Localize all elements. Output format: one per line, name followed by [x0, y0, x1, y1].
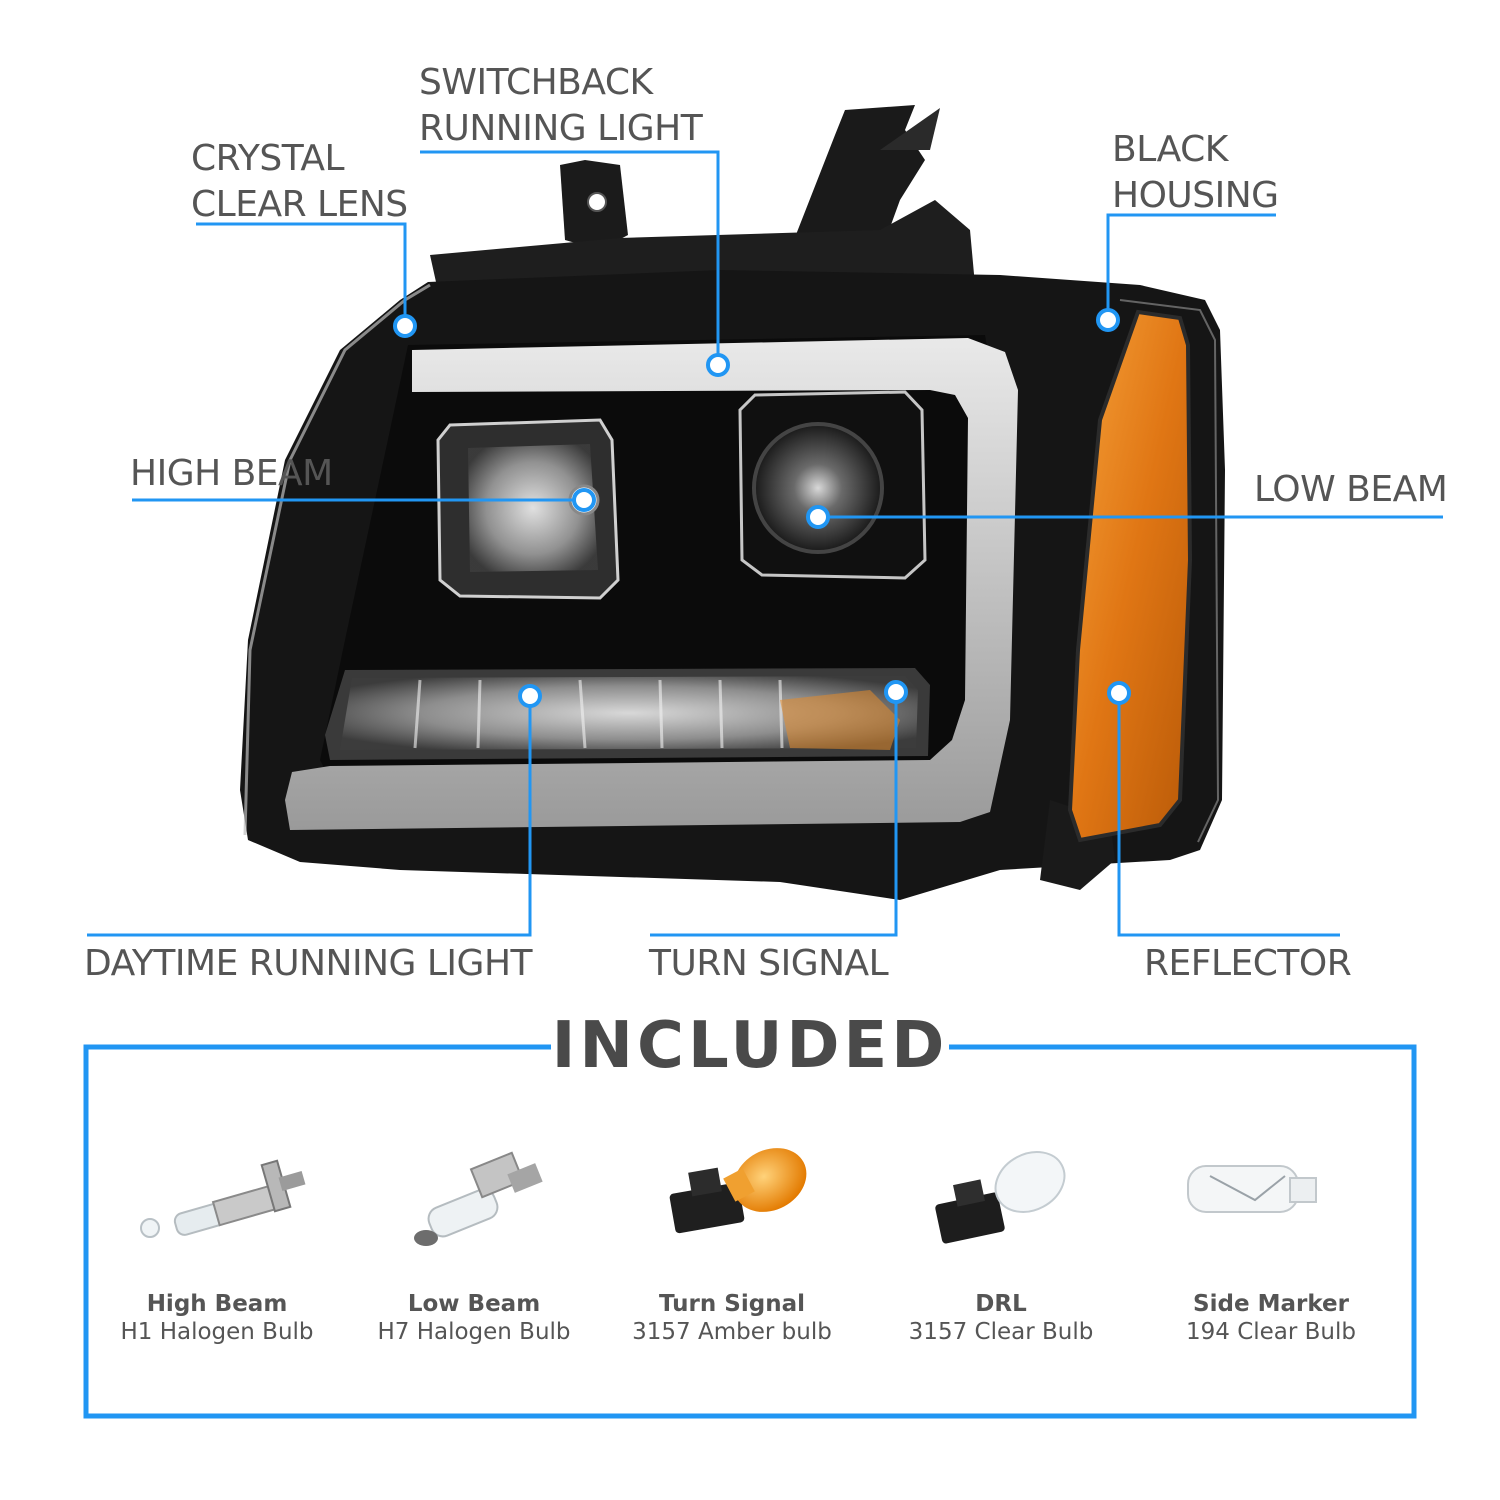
housing-callout-line [1106, 213, 1276, 320]
turn-signal-label: TURN SIGNAL [649, 943, 889, 984]
amber-turn-chamber [780, 690, 900, 750]
lens-rim-right [1119, 299, 1220, 843]
bulb-name: DRL [975, 1291, 1027, 1317]
projector-ring [752, 422, 884, 554]
turn-callout-dot [884, 680, 908, 704]
turn-callout-line [650, 692, 898, 937]
included-box [83, 1044, 1417, 1419]
crystal-clear-lens-line-2: CLEAR LENS [191, 184, 408, 225]
high-beam-reflector [468, 444, 598, 572]
amber-reflector-frame [1067, 309, 1193, 843]
drl-callout-line [87, 696, 532, 937]
switchback-callout-dot [706, 353, 730, 377]
switchback-callout-line [420, 150, 720, 365]
switchback-running-light-label: SWITCHBACK RUNNING LIGHT [419, 60, 703, 152]
h7-bulb-icon [414, 1151, 543, 1246]
crystal-clear-lens-label: CRYSTAL CLEAR LENS [191, 136, 408, 228]
switchback-line-2: RUNNING LIGHT [419, 108, 703, 149]
lens-rim [243, 283, 431, 836]
reflector-callout-dot [1107, 681, 1131, 705]
headlight-assembly [240, 105, 1225, 900]
callout-lines [87, 150, 1443, 937]
bulb-spec: 3157 Clear Bulb [908, 1319, 1094, 1345]
lens-callout-dot [393, 314, 417, 338]
bulb-spec: 194 Clear Bulb [1185, 1319, 1357, 1345]
bulb-name: Turn Signal [659, 1291, 805, 1317]
bulb-spec: 3157 Amber bulb [632, 1319, 832, 1345]
low-beam-label: LOW BEAM [1254, 469, 1448, 510]
lower-reflector-ribs [413, 679, 784, 749]
bulb-name: Side Marker [1193, 1291, 1349, 1317]
bulb-name: High Beam [146, 1291, 288, 1317]
low-beam-callout-dot [806, 505, 830, 529]
bulb-item-turn-signal: Turn Signal 3157 Amber bulb [602, 1290, 862, 1346]
black-housing-line-1: BLACK [1112, 129, 1228, 170]
switchback-line-1: SWITCHBACK [419, 62, 653, 103]
bulb-item-high-beam: High Beam H1 Halogen Bulb [87, 1290, 347, 1346]
bulb-name: Low Beam [407, 1291, 541, 1317]
switchback-light-bar [285, 338, 1018, 830]
lower-reflector [340, 676, 918, 750]
bulb-item-low-beam: Low Beam H7 Halogen Bulb [344, 1290, 604, 1346]
drl-callout-dot [518, 684, 542, 708]
reflector-label: REFLECTOR [1144, 943, 1352, 984]
high-beam-callout-dot [572, 488, 596, 512]
bulb-item-drl: DRL 3157 Clear Bulb [871, 1290, 1131, 1346]
callout-dots [393, 308, 1131, 708]
mount-hole [587, 192, 607, 212]
included-heading: INCLUDED [551, 1008, 949, 1084]
crystal-clear-lens-line-1: CRYSTAL [191, 138, 345, 179]
reflector-callout-line [1117, 693, 1340, 937]
amber-reflector [1070, 312, 1190, 840]
high-beam-label: HIGH BEAM [130, 453, 333, 494]
projector-lens [756, 426, 880, 550]
housing-callout-dot [1096, 308, 1120, 332]
bulb-item-side-marker: Side Marker 194 Clear Bulb [1141, 1290, 1401, 1346]
black-housing-label: BLACK HOUSING [1112, 127, 1279, 219]
lens-callout-line [196, 222, 407, 326]
amber-3157-bulb-icon [669, 1148, 807, 1234]
black-housing-line-2: HOUSING [1112, 175, 1279, 216]
mount-bracket-tip [880, 108, 940, 150]
bulb-spec: H1 Halogen Bulb [120, 1319, 314, 1345]
clear-3157-bulb-icon [935, 1151, 1066, 1244]
h1-bulb-icon [140, 1159, 306, 1238]
bulb-spec: H7 Halogen Bulb [377, 1319, 571, 1345]
daytime-running-light-label: DAYTIME RUNNING LIGHT [84, 943, 533, 984]
194-wedge-bulb-icon [1187, 1165, 1317, 1213]
